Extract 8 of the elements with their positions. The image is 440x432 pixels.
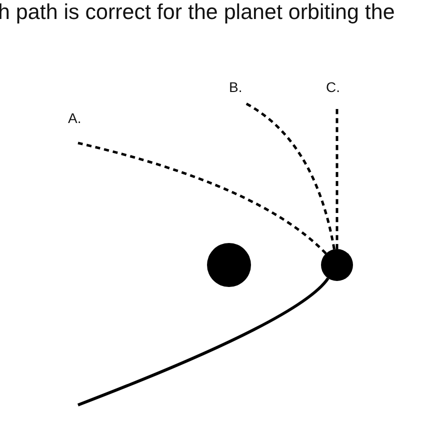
option-label: B. [229,79,242,95]
dashed-path [78,142,327,254]
dashed-path [244,102,336,250]
star-circle [207,243,251,287]
orbit-path [77,277,330,406]
option-label: C. [326,79,340,95]
planet-circle [321,249,353,281]
option-label: A. [68,110,82,126]
